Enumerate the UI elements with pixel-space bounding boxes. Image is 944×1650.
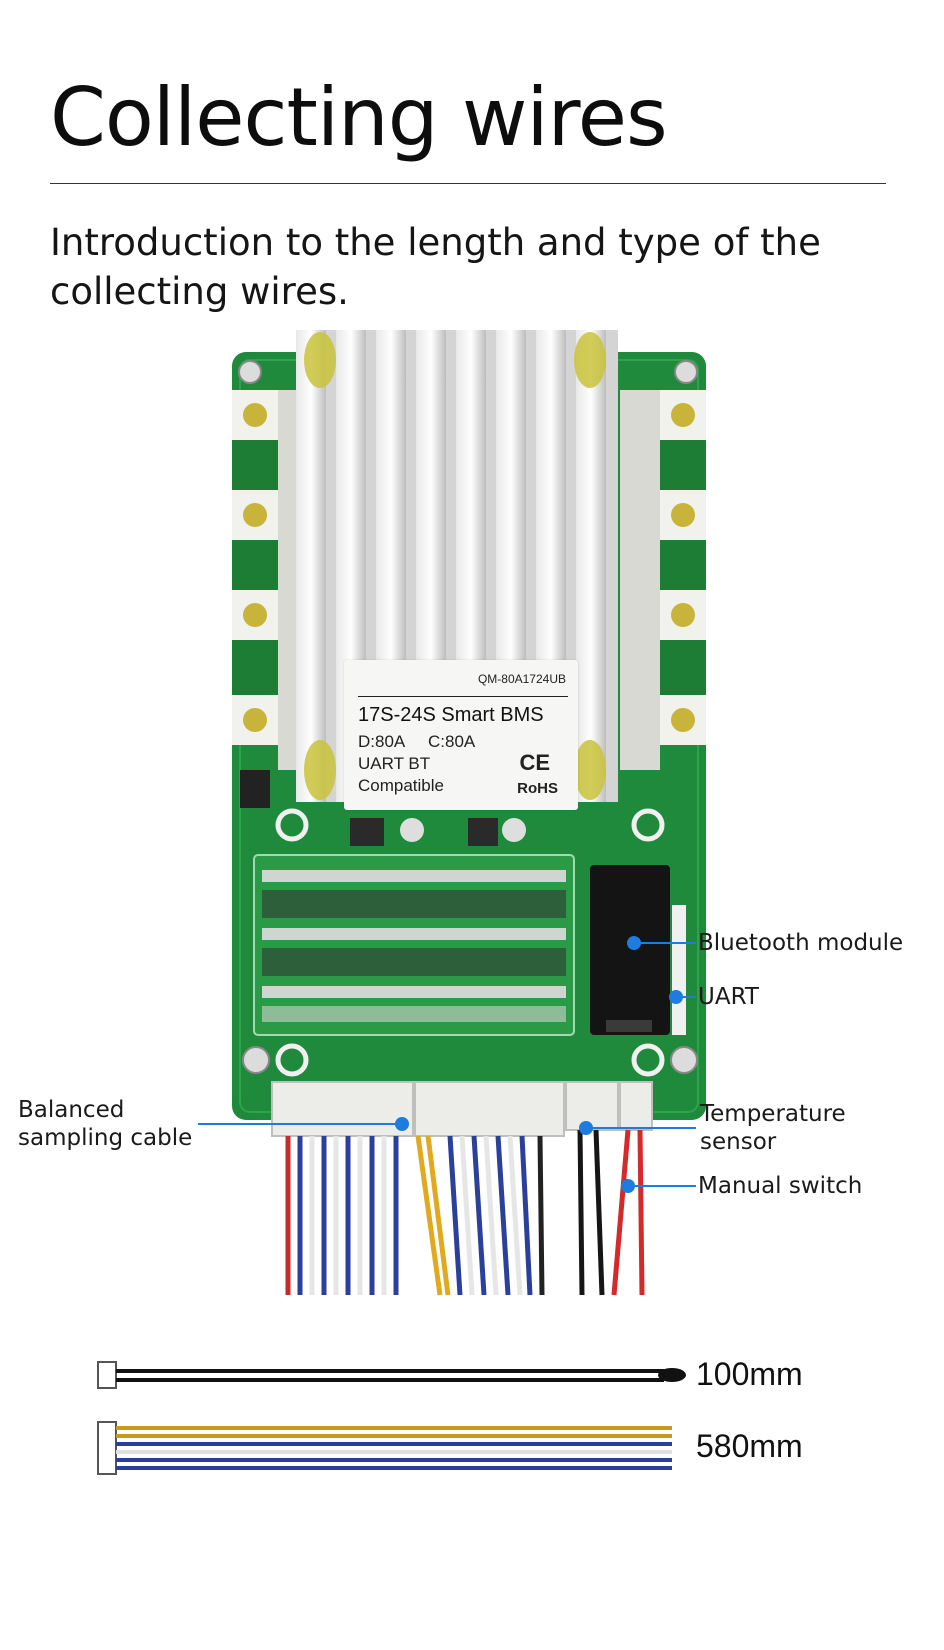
balance-connector <box>271 1081 565 1137</box>
bms-name: 17S-24S Smart BMS <box>358 704 544 726</box>
right-power-pads <box>660 390 706 745</box>
temp-wires <box>577 1129 605 1296</box>
balance-wires <box>285 1135 545 1296</box>
bms-board-graphic <box>198 330 706 1296</box>
bms-model-number: QM-80A1724UB <box>477 672 566 686</box>
short-wire-graphic <box>97 1361 686 1389</box>
bms-board-illustration: QM-80A1724UB 17S-24S Smart BMS D:80A C:8… <box>0 330 944 1370</box>
long-wire-length: 580mm <box>696 1428 803 1464</box>
bms-product-label: QM-80A1724UB 17S-24S Smart BMS D:80A C:8… <box>344 660 578 810</box>
label-divider <box>358 696 568 697</box>
callout-balanced-line2: sampling cable <box>18 1125 193 1151</box>
temp-connector <box>565 1081 619 1131</box>
bms-charge-rating: C:80A <box>428 732 476 751</box>
balancing-grid <box>253 854 575 1036</box>
page-title: Collecting wires <box>50 71 668 164</box>
bluetooth-module-graphic <box>590 865 670 1035</box>
switch-wires <box>611 1129 645 1296</box>
callout-manual-switch: Manual switch <box>698 1173 863 1199</box>
ce-mark: CE <box>519 750 550 775</box>
wire-length-legend <box>97 1361 686 1475</box>
short-wire-length: 100mm <box>696 1356 803 1392</box>
left-power-pads <box>232 390 278 745</box>
callout-uart: UART <box>698 984 759 1010</box>
bms-discharge-rating: D:80A <box>358 732 406 751</box>
rohs-mark: RoHS <box>517 780 558 797</box>
callout-temperature-line2: sensor <box>700 1129 777 1155</box>
title-divider <box>50 183 886 184</box>
bms-compatible: Compatible <box>358 776 444 795</box>
callout-bluetooth-module: Bluetooth module <box>698 930 904 956</box>
callout-balanced-line1: Balanced <box>18 1097 125 1123</box>
callout-lines <box>198 936 696 1193</box>
callout-temperature-line1: Temperature <box>700 1101 846 1127</box>
bms-interfaces: UART BT <box>358 754 431 773</box>
long-wire-graphic <box>97 1421 672 1475</box>
intro-text: Introduction to the length and type of t… <box>50 221 821 313</box>
switch-connector <box>619 1081 653 1131</box>
